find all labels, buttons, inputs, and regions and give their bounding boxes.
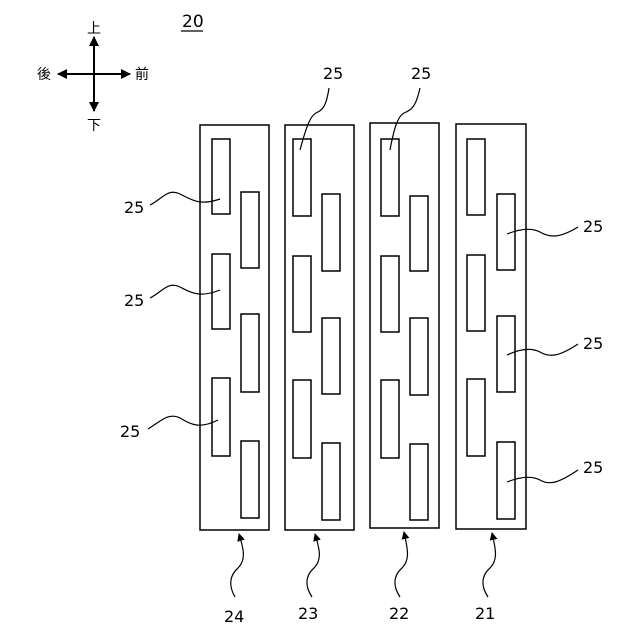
slot	[293, 380, 311, 458]
panel-label-23: 23	[298, 604, 318, 623]
element-label: 25	[411, 64, 431, 83]
leader-line	[150, 285, 220, 298]
element-label: 25	[124, 198, 144, 217]
direction-back: 後	[37, 67, 51, 83]
slot	[293, 256, 311, 332]
element-label: 25	[120, 422, 140, 441]
arrow-up-icon	[307, 534, 319, 597]
slot	[322, 443, 340, 520]
slot	[241, 314, 259, 392]
leader-line	[148, 416, 218, 429]
slot	[241, 441, 259, 518]
panel-outline	[285, 125, 354, 530]
panel-24	[200, 125, 269, 530]
slot	[322, 318, 340, 394]
slot	[467, 379, 485, 456]
panel-23	[285, 125, 354, 530]
element-label: 25	[583, 458, 603, 477]
leader-line	[507, 470, 578, 483]
direction-up: 上	[87, 21, 101, 37]
arrow-up-icon	[483, 533, 496, 597]
slot	[381, 380, 399, 458]
panel-label-21: 21	[475, 604, 495, 623]
direction-front: 前	[135, 66, 149, 83]
leader-line	[150, 192, 220, 205]
direction-indicator: 上 下 後 前	[37, 21, 149, 134]
leader-line	[507, 344, 578, 355]
leader-line	[390, 88, 420, 150]
direction-down: 下	[87, 118, 101, 134]
slot	[497, 316, 515, 392]
element-label: 25	[583, 217, 603, 236]
panel-22	[370, 123, 439, 528]
slot	[212, 378, 230, 456]
panel-21	[456, 124, 526, 529]
panel-callouts	[231, 532, 496, 597]
slot	[467, 255, 485, 331]
slot	[381, 256, 399, 332]
slot	[381, 139, 399, 216]
figure-number: 20	[182, 12, 204, 32]
arrow-up-icon	[395, 532, 408, 597]
element-label: 25	[323, 64, 343, 83]
slot	[467, 139, 485, 215]
slot	[410, 444, 428, 520]
panel-label-22: 22	[389, 604, 409, 623]
slot	[322, 194, 340, 271]
slot	[410, 196, 428, 271]
panel-label-24: 24	[224, 607, 244, 626]
leader-line	[507, 227, 578, 236]
slot	[410, 318, 428, 395]
slot	[212, 139, 230, 214]
leader-line	[300, 88, 329, 150]
slot	[241, 192, 259, 268]
element-label: 25	[583, 334, 603, 353]
arrow-up-icon	[231, 534, 244, 597]
slot	[293, 139, 311, 216]
element-label: 25	[124, 291, 144, 310]
element-callouts: 25 25 25 25 25 25 25 25	[120, 64, 603, 483]
